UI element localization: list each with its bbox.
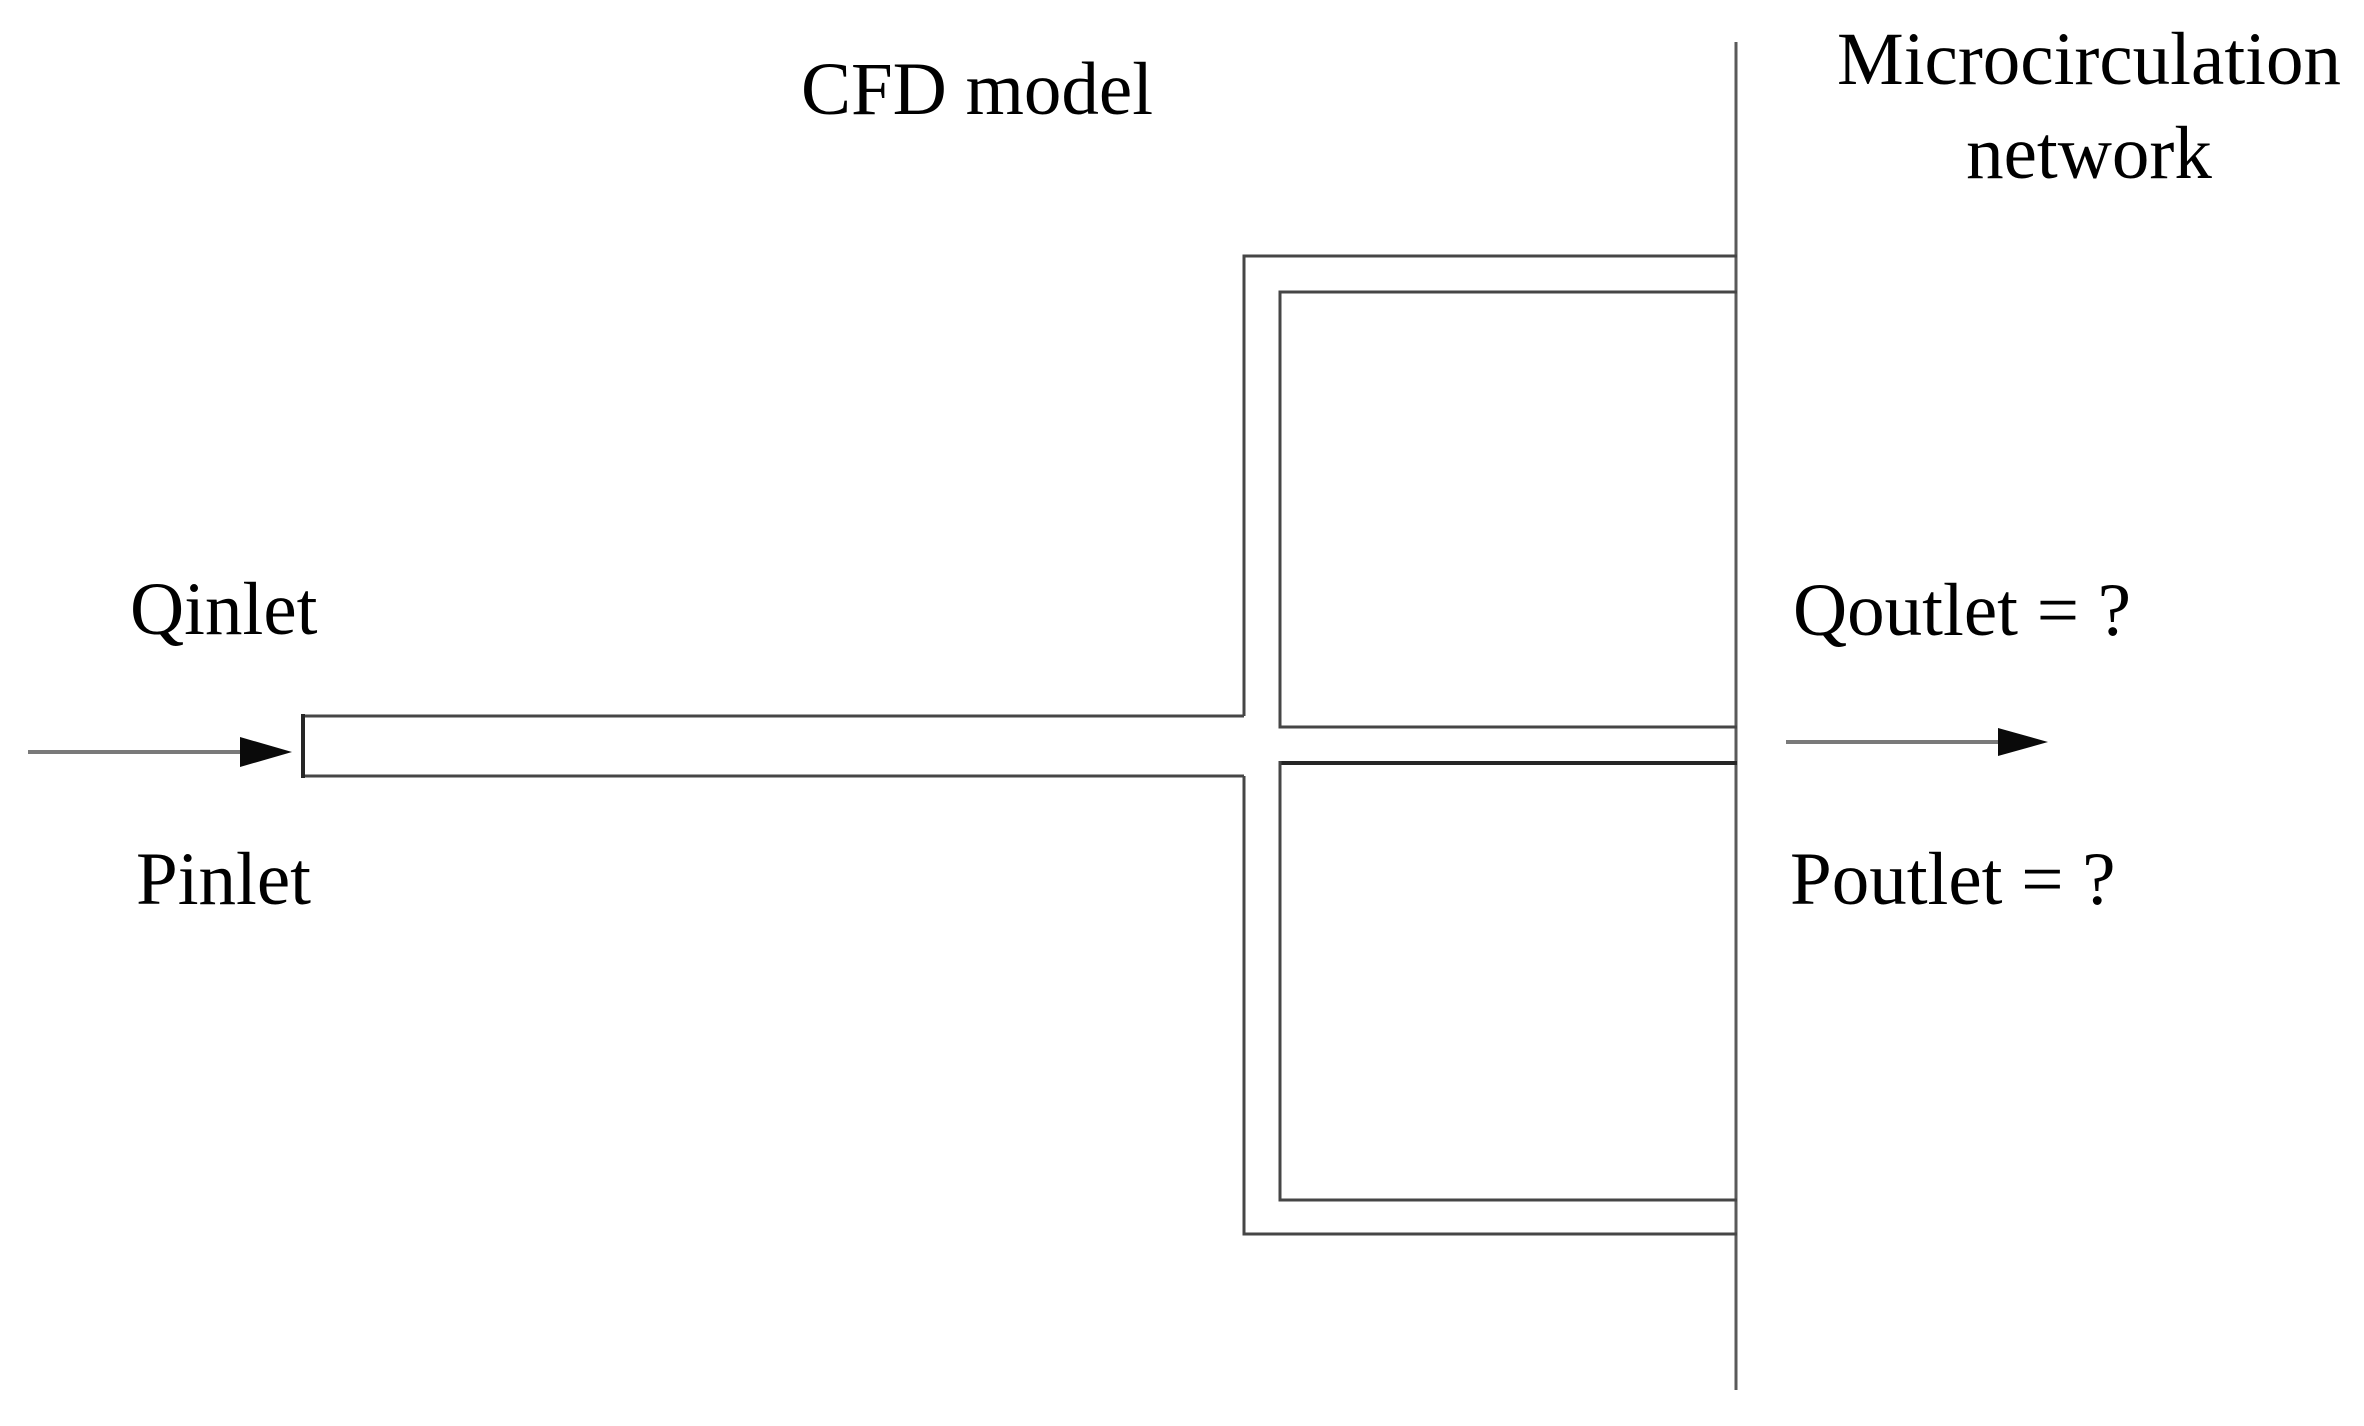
pinlet-label: Pinlet	[136, 838, 312, 921]
qoutlet-label: Qoutlet = ?	[1793, 569, 2132, 652]
microcirculation-network-label: Microcirculation network	[1837, 13, 2341, 201]
right-arrowhead-icon	[1998, 728, 2048, 756]
inlet-flow-arrow	[28, 737, 292, 767]
cfd-model-title: CFD model	[800, 48, 1154, 131]
qinlet-label: Qinlet	[130, 568, 318, 651]
outer-manifold-wall-lower	[1242, 776, 1737, 1236]
poutlet-label: Poutlet = ?	[1790, 838, 2116, 921]
outlet-flow-arrow	[1786, 728, 2048, 756]
right-arrowhead-icon	[240, 737, 292, 767]
outer-manifold-wall-upper	[1242, 254, 1737, 716]
lower-inner-block	[1278, 761, 1737, 1202]
microcirculation-network-label-line1: Microcirculation	[1837, 18, 2341, 101]
upper-inner-block	[1278, 290, 1737, 729]
microcirculation-network-label-line2: network	[1966, 112, 2212, 195]
